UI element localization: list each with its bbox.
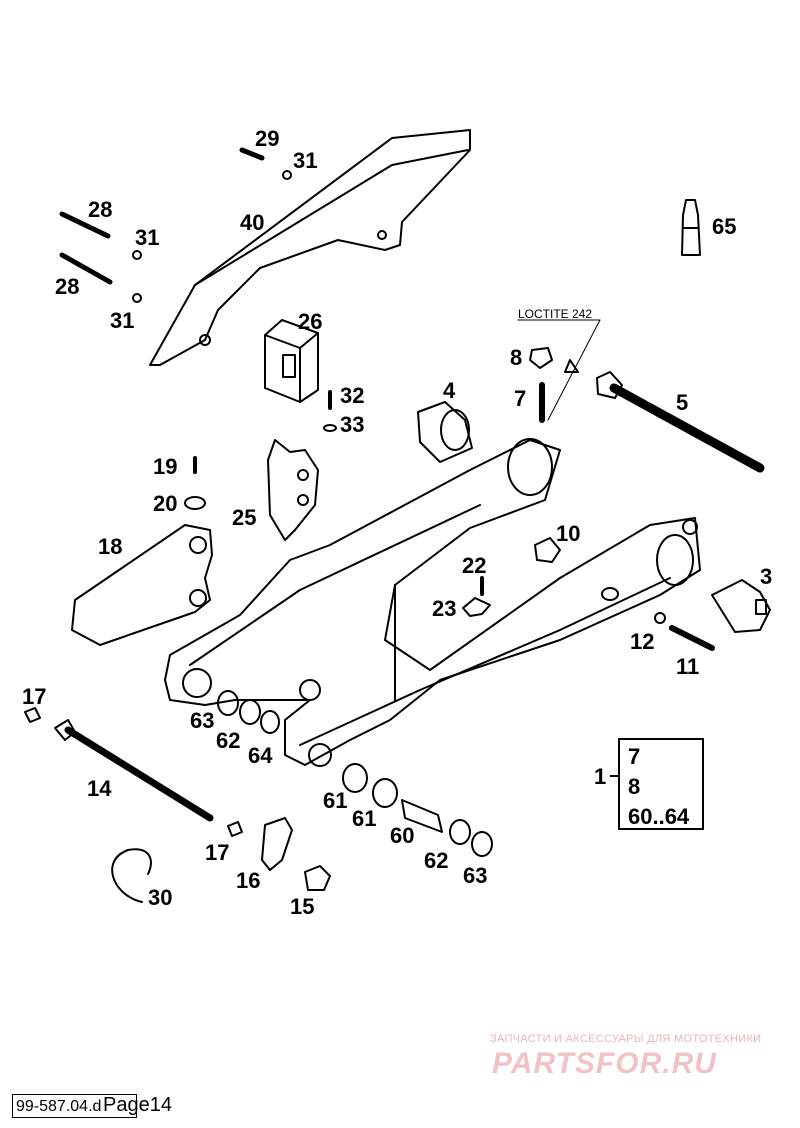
callout-7: 7 [514, 386, 527, 411]
callout-32: 32 [340, 383, 365, 408]
washer-part [132, 293, 142, 303]
washer-part [654, 612, 666, 624]
kit-item: 8 [628, 774, 641, 799]
callout-11: 11 [676, 654, 700, 679]
callout-23: 23 [432, 596, 457, 621]
callout-64: 64 [248, 743, 273, 768]
callout-33: 33 [340, 412, 365, 437]
callout-15: 15 [290, 894, 315, 919]
kit-connector [610, 775, 618, 777]
axle-part [596, 371, 765, 473]
needle-bearing-part [372, 778, 398, 808]
chain-guide-part [71, 524, 213, 646]
callout-61: 61 [352, 806, 377, 831]
callout-60: 60 [390, 823, 415, 848]
kit-contents-box: 7 8 60..64 [618, 738, 704, 830]
watermark-logo: PARTSFOR.RU [492, 1047, 717, 1080]
washer-part [132, 250, 142, 260]
nut-part [24, 707, 41, 723]
long-bolt-part [59, 211, 113, 285]
plate-part [261, 817, 293, 871]
seal-part [449, 819, 471, 845]
callout-12: 12 [630, 629, 655, 654]
callout-17: 17 [22, 684, 47, 709]
callout-28: 28 [88, 197, 113, 222]
nut-part [304, 865, 331, 891]
pivot-bolt-part [54, 719, 214, 822]
clamp-part [111, 848, 152, 903]
callout-18: 18 [98, 534, 123, 559]
callout-16: 16 [236, 868, 261, 893]
bearing-part [471, 831, 493, 857]
swingarm-part [164, 438, 701, 767]
callout-17: 17 [205, 840, 230, 865]
bolt-part [669, 625, 715, 651]
short-bolt-part [239, 147, 265, 161]
washer-part [184, 496, 206, 510]
callout-63: 63 [463, 863, 488, 888]
bushing-part [711, 579, 771, 633]
washer-part [323, 424, 337, 432]
callout-31: 31 [110, 308, 135, 333]
callout-29: 29 [255, 126, 280, 151]
callout-4: 4 [443, 378, 456, 403]
loctite-note: LOCTITE 242 [518, 307, 593, 321]
nut-part [529, 347, 553, 369]
callout-3: 3 [760, 564, 773, 589]
nut-part [534, 537, 561, 563]
callout-31: 31 [135, 225, 160, 250]
callout-19: 19 [153, 454, 178, 479]
chain-block-part [264, 319, 319, 403]
bearing-part [217, 690, 239, 716]
callout-5: 5 [676, 390, 689, 415]
needle-bearing-part [342, 763, 368, 793]
kit-item: 60..64 [628, 804, 690, 829]
callout-62: 62 [424, 848, 449, 873]
callout-63: 63 [190, 708, 215, 733]
washer-part [282, 170, 292, 180]
watermark-tagline: ЗАПЧАСТИ И АКСЕССУАРЫ ДЛЯ МОТОТЕХНИКИ [490, 1033, 762, 1045]
nut-part [227, 821, 243, 837]
callout-40: 40 [240, 210, 265, 235]
bracket-part [267, 439, 319, 541]
callout-26: 26 [298, 309, 323, 334]
bearing-part [417, 401, 473, 463]
callout-30: 30 [148, 885, 173, 910]
chain-guard-part [149, 129, 471, 366]
sleeve-part [401, 799, 443, 833]
callout-25: 25 [232, 505, 257, 530]
callout-65: 65 [712, 214, 737, 239]
page-number: Page14 [103, 1094, 172, 1116]
callout-61: 61 [323, 788, 348, 813]
seal-part [239, 699, 261, 725]
callout-20: 20 [153, 491, 178, 516]
callout-28: 28 [55, 274, 80, 299]
seal-part [260, 710, 280, 734]
loctite-bottle-part [681, 199, 701, 256]
document-code: 99-587.04.d [12, 1094, 137, 1118]
callout-31: 31 [293, 148, 318, 173]
kit-number: 1 [594, 764, 607, 789]
callout-14: 14 [87, 776, 112, 801]
callout-8: 8 [510, 345, 523, 370]
callout-62: 62 [216, 728, 241, 753]
clip-part [462, 597, 491, 617]
callout-22: 22 [462, 553, 487, 578]
kit-item: 7 [628, 744, 641, 769]
callout-10: 10 [556, 521, 581, 546]
